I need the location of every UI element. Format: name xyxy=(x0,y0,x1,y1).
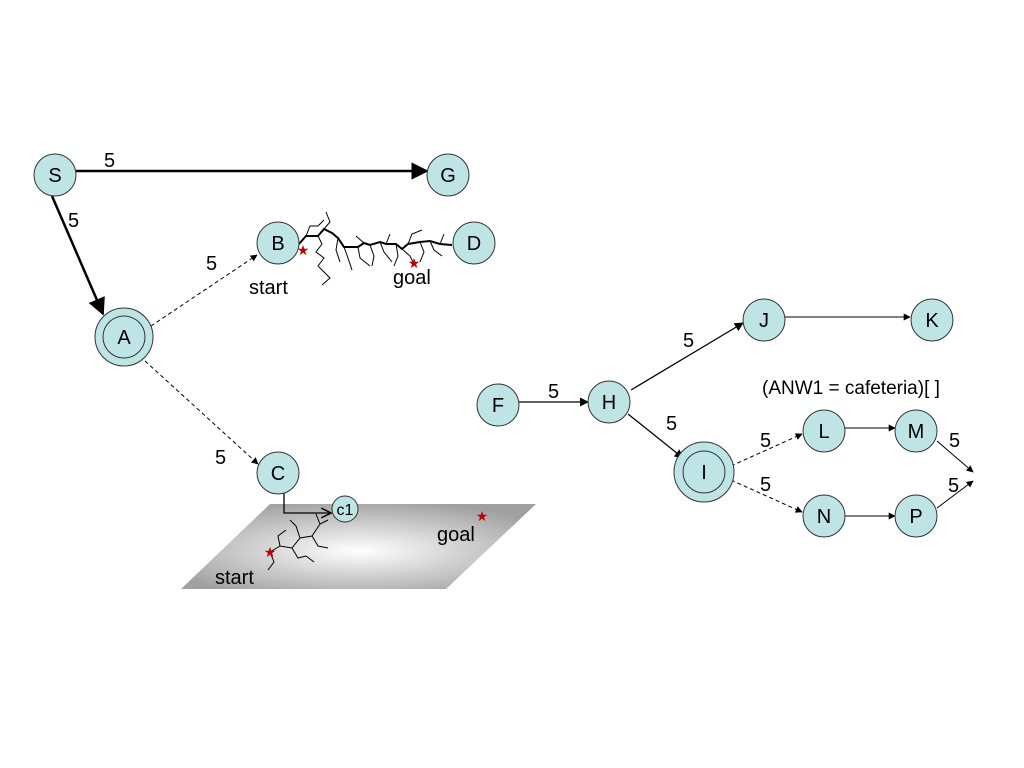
node-n-label: N xyxy=(817,506,831,528)
label-b-start: start xyxy=(249,277,288,299)
weight-i-l: 5 xyxy=(760,430,771,452)
label-c-goal: goal xyxy=(437,524,475,546)
node-l-label: L xyxy=(818,421,829,443)
label-c-start: start xyxy=(215,567,254,589)
node-g: G xyxy=(426,153,470,197)
node-c1-label: c1 xyxy=(337,502,354,519)
node-f-label: F xyxy=(492,395,504,417)
svg-text:★: ★ xyxy=(297,242,310,258)
node-k: K xyxy=(910,298,954,342)
node-b: B xyxy=(256,221,300,265)
node-s: S xyxy=(33,153,77,197)
node-m-label: M xyxy=(908,421,925,443)
weight-p-out: 5 xyxy=(948,475,959,497)
edge-s-a xyxy=(50,195,105,316)
weight-f-h: 5 xyxy=(548,381,559,403)
edge-a-b xyxy=(144,254,258,331)
node-j-label: J xyxy=(759,310,769,332)
node-a-label: A xyxy=(117,327,131,349)
node-n: N xyxy=(802,494,846,538)
search-tree-plane xyxy=(267,513,329,571)
node-c1: c1 xyxy=(331,495,359,523)
node-i-label: I xyxy=(701,462,707,484)
node-p: P xyxy=(894,494,938,538)
svg-text:★: ★ xyxy=(476,508,489,524)
node-a: A xyxy=(94,307,154,367)
weight-a-c: 5 xyxy=(215,447,226,469)
svg-text:★: ★ xyxy=(408,255,421,271)
weight-m-out: 5 xyxy=(949,430,960,452)
node-p-label: P xyxy=(909,506,922,528)
weight-a-b: 5 xyxy=(206,253,217,275)
node-c-label: C xyxy=(271,463,285,485)
label-b-goal: goal xyxy=(393,267,431,289)
node-g-label: G xyxy=(440,165,456,187)
weight-s-a: 5 xyxy=(68,210,79,232)
node-f: F xyxy=(476,383,520,427)
edge-h-j xyxy=(630,322,744,391)
edge-h-i xyxy=(627,413,684,459)
edge-c-c1 xyxy=(283,493,331,513)
weight-h-i: 5 xyxy=(666,413,677,435)
node-s-label: S xyxy=(48,165,61,187)
node-d-label: D xyxy=(467,233,481,255)
node-i: I xyxy=(673,441,735,503)
weight-s-g: 5 xyxy=(104,150,115,172)
edge-p-out xyxy=(936,480,974,509)
condition-label: (ANW1 = cafeteria)[ ] xyxy=(762,378,940,399)
node-k-label: K xyxy=(925,310,939,332)
search-tree-b-d xyxy=(298,211,453,286)
weight-i-n: 5 xyxy=(760,474,771,496)
weight-h-j: 5 xyxy=(683,330,694,352)
edge-i-l xyxy=(730,433,803,467)
edge-a-c xyxy=(144,360,259,465)
svg-text:★: ★ xyxy=(264,544,277,560)
node-j: J xyxy=(742,298,786,342)
star-icon: ★ ★ ★ ★ xyxy=(264,242,489,560)
node-m: M xyxy=(894,409,938,453)
node-b-label: B xyxy=(271,233,284,255)
edge-i-n xyxy=(730,479,803,513)
node-c: C xyxy=(256,451,300,495)
node-h-label: H xyxy=(602,392,616,414)
node-d: D xyxy=(452,221,496,265)
node-h: H xyxy=(587,380,631,424)
edge-m-out xyxy=(936,440,974,473)
node-l: L xyxy=(802,409,846,453)
